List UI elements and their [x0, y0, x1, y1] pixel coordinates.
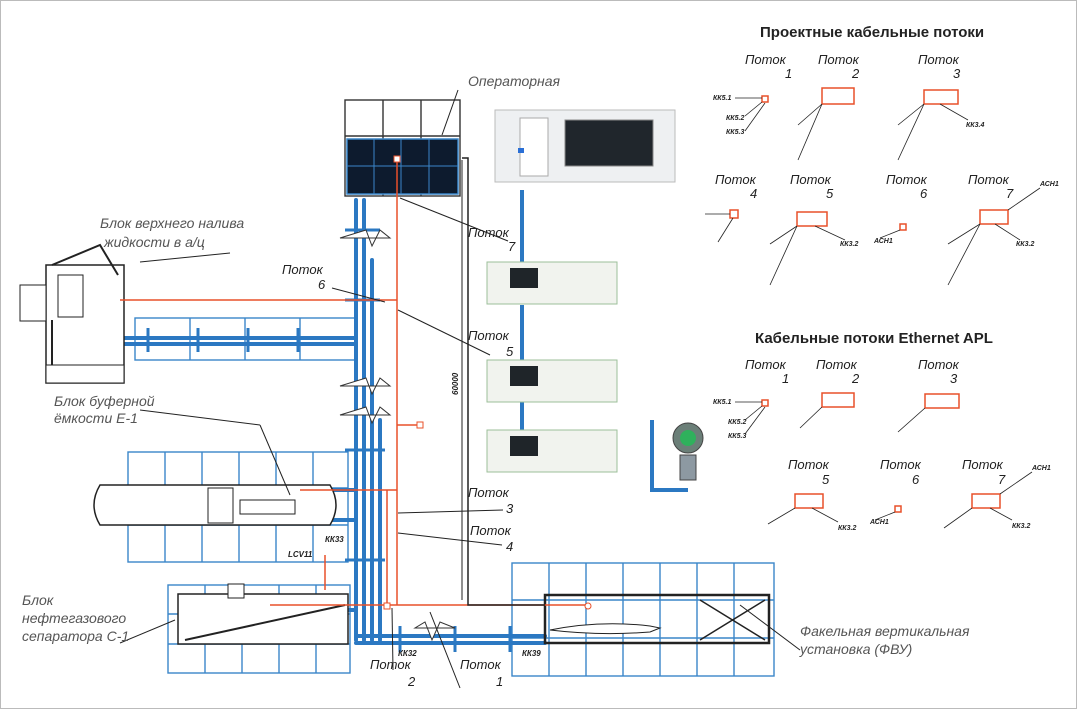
stream-7-word: Поток	[468, 225, 510, 240]
dimension-label: 60000	[451, 372, 460, 395]
svg-text:1: 1	[782, 371, 789, 386]
top-loading-block	[19, 243, 125, 384]
svg-text:1: 1	[785, 66, 792, 81]
separator-label-line3: сепаратора С-1	[22, 628, 129, 644]
flare-label-line2: установка (ФВУ)	[799, 641, 912, 657]
stream-labels: Поток 7 Поток 6 Поток 5 Поток 3 Поток 4 …	[282, 225, 516, 689]
stream-1-number: 1	[496, 674, 503, 689]
svg-text:Поток: Поток	[918, 357, 960, 372]
svg-text:КК5.1: КК5.1	[713, 399, 731, 406]
tag-lcv11: LCV11	[288, 550, 313, 559]
svg-text:КК5.2: КК5.2	[726, 115, 744, 122]
svg-text:6: 6	[912, 472, 920, 487]
svg-text:5: 5	[822, 472, 830, 487]
tag-kkz2: КК32	[398, 649, 417, 658]
svg-text:АСН1: АСН1	[869, 519, 889, 526]
svg-text:КК5.2: КК5.2	[728, 419, 746, 426]
separator-label-line1: Блок	[22, 592, 55, 608]
svg-text:КК3.2: КК3.2	[838, 525, 856, 532]
stream-3-word: Поток	[468, 485, 510, 500]
svg-text:Поток: Поток	[715, 172, 757, 187]
svg-text:7: 7	[1006, 186, 1014, 201]
svg-text:Поток: Поток	[790, 172, 832, 187]
svg-text:АСН1: АСН1	[1039, 181, 1059, 188]
stream-6-word: Поток	[282, 262, 324, 277]
stream-7-number: 7	[508, 239, 516, 254]
svg-text:АСН1: АСН1	[1031, 465, 1051, 472]
svg-text:3: 3	[950, 371, 958, 386]
svg-text:Поток: Поток	[818, 52, 860, 67]
stream-5-number: 5	[506, 344, 514, 359]
svg-text:3: 3	[953, 66, 961, 81]
cable-routes	[120, 160, 590, 606]
controller-unit	[494, 109, 676, 183]
stream-4-number: 4	[506, 539, 513, 554]
svg-text:КК5.3: КК5.3	[728, 433, 746, 440]
svg-text:Поток: Поток	[962, 457, 1004, 472]
svg-text:КК3.2: КК3.2	[1012, 523, 1030, 530]
design-streams-title: Проектные кабельные потоки	[760, 24, 984, 41]
buffer-tank-block	[93, 484, 337, 526]
svg-text:2: 2	[851, 371, 860, 386]
svg-text:Поток: Поток	[788, 457, 830, 472]
field-transmitter	[672, 422, 704, 481]
buffer-tank-label-line1: Блок буферной	[54, 393, 155, 409]
pipe-supports	[146, 228, 512, 652]
separator-block	[177, 583, 349, 645]
separator-label-line2: нефтегазового	[22, 610, 126, 626]
svg-text:КК5.1: КК5.1	[713, 95, 731, 102]
svg-text:КК3.2: КК3.2	[1016, 241, 1034, 248]
apl-streams-title: Кабельные потоки Ethernet APL	[755, 330, 993, 347]
stream-2-word: Поток	[370, 657, 412, 672]
top-loading-label-line2: жидкости в а/ц	[103, 234, 205, 250]
svg-text:Поток: Поток	[886, 172, 928, 187]
break-marks	[339, 229, 456, 642]
svg-text:Поток: Поток	[968, 172, 1010, 187]
buffer-tank-label-line2: ёмкости Е-1	[54, 410, 138, 426]
leader-lines	[119, 89, 801, 689]
svg-text:5: 5	[826, 186, 834, 201]
svg-text:6: 6	[920, 186, 928, 201]
svg-text:Поток: Поток	[745, 52, 787, 67]
svg-text:7: 7	[998, 472, 1006, 487]
stream-4-word: Поток	[470, 523, 512, 538]
stream-5-word: Поток	[468, 328, 510, 343]
power-cable	[462, 157, 545, 606]
field-switch-modules	[486, 261, 618, 473]
flare-block	[543, 593, 771, 645]
tag-kkz3: КК33	[325, 535, 344, 544]
flare-label-line1: Факельная вертикальная	[800, 623, 970, 639]
stream-3-number: 3	[506, 501, 514, 516]
svg-text:КК3.2: КК3.2	[840, 241, 858, 248]
svg-text:4: 4	[750, 186, 757, 201]
stream-2-number: 2	[407, 674, 416, 689]
svg-text:Поток: Поток	[880, 457, 922, 472]
stream-1-word: Поток	[460, 657, 502, 672]
svg-text:2: 2	[851, 66, 860, 81]
operator-room-label: Операторная	[468, 73, 561, 89]
svg-text:КК5.3: КК5.3	[726, 129, 744, 136]
svg-text:КК3.4: КК3.4	[966, 122, 984, 129]
top-loading-label-line1: Блок верхнего налива	[100, 215, 244, 231]
svg-text:Поток: Поток	[745, 357, 787, 372]
svg-text:АСН1: АСН1	[873, 238, 893, 245]
svg-text:Поток: Поток	[918, 52, 960, 67]
apl-trunk	[520, 190, 688, 492]
tag-kkz9: КК39	[522, 649, 541, 658]
svg-text:Поток: Поток	[816, 357, 858, 372]
stream-6-number: 6	[318, 277, 326, 292]
